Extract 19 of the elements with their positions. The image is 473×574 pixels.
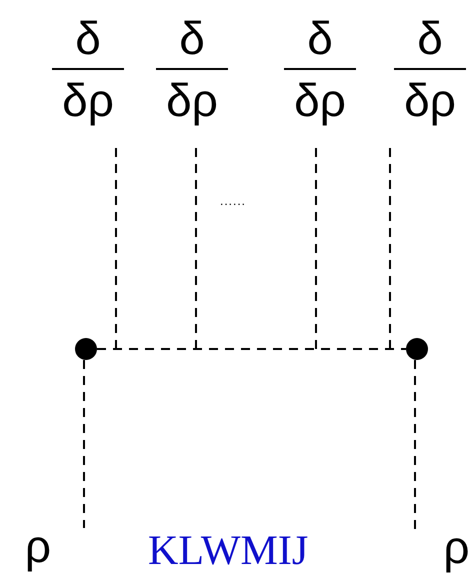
denominator: δρ bbox=[294, 73, 346, 128]
evolution-label: KLWMIJ bbox=[148, 528, 308, 574]
numerator: δ bbox=[75, 12, 101, 64]
dashed-line bbox=[195, 148, 197, 349]
dashed-line bbox=[414, 360, 416, 530]
denominator: δρ bbox=[404, 73, 456, 128]
denominator: δρ bbox=[62, 73, 114, 128]
rho-symbol: ρ bbox=[443, 520, 470, 574]
dashed-line bbox=[389, 148, 391, 349]
ellipsis: ...... bbox=[220, 193, 246, 210]
rho-symbol: ρ bbox=[24, 519, 52, 573]
dashed-line bbox=[315, 148, 317, 349]
dashed-line bbox=[115, 148, 117, 349]
numerator: δ bbox=[179, 12, 205, 64]
denominator: δρ bbox=[166, 73, 218, 128]
numerator: δ bbox=[307, 12, 333, 64]
numerator: δ bbox=[417, 12, 443, 64]
dashed-line bbox=[97, 348, 406, 350]
dashed-line bbox=[83, 360, 85, 528]
